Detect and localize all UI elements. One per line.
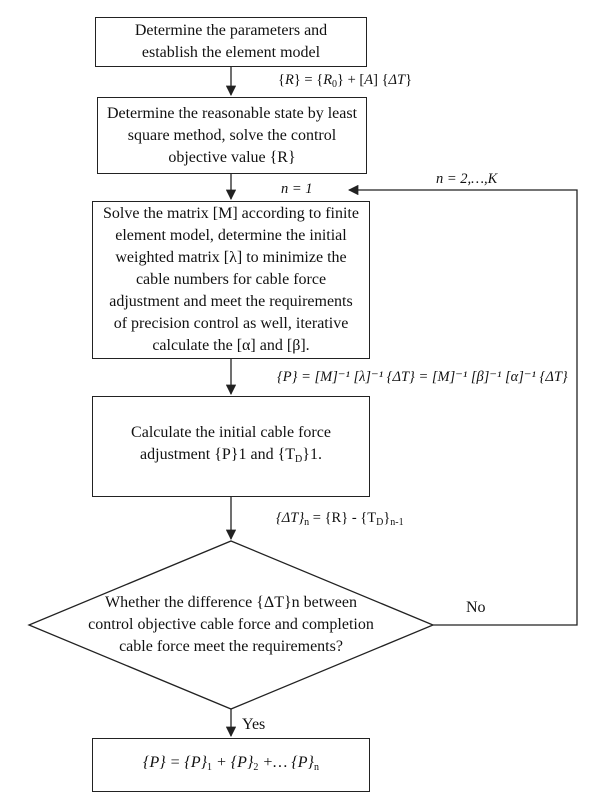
step-determine-parameters-text: Determine the parameters and establish t… (134, 22, 328, 61)
step-determine-parameters: Determine the parameters and establish t… (95, 17, 367, 67)
step-final-sum: {P} = {P}1 + {P}2 +… {P}n (92, 738, 370, 792)
step-initial-cable-force-line1: Calculate the initial cable force (131, 424, 331, 441)
step-initial-cable-force: Calculate the initial cable force adjust… (92, 396, 370, 497)
equation-delta-T: {ΔT}n = {R} - {TD}n-1 (276, 510, 404, 528)
decision-text: Whether the difference {ΔT}n between con… (88, 594, 374, 655)
label-n-equals-1: n = 1 (281, 181, 313, 197)
step-least-square: Determine the reasonable state by least … (97, 97, 367, 174)
label-yes: Yes (242, 716, 266, 733)
loop-back-connector (347, 184, 578, 626)
step-solve-matrix-text: Solve the matrix [M] according to finite… (103, 205, 359, 354)
equation-P: {P} = [M]⁻¹ [λ]⁻¹ {ΔT} = [M]⁻¹ [β]⁻¹ [α]… (277, 369, 568, 385)
decision-diamond (27, 540, 435, 710)
label-no: No (466, 599, 486, 616)
step-least-square-text: Determine the reasonable state by least … (106, 104, 358, 166)
label-n-loop-range: n = 2,…,K (436, 171, 498, 187)
step-solve-matrix: Solve the matrix [M] according to finite… (92, 201, 370, 359)
final-sum-text: {P} = {P}1 + {P}2 +… {P}n (143, 753, 319, 773)
equation-R: {R} = {R0} + [A] {ΔT} (278, 72, 413, 90)
step-initial-cable-force-line2: adjustment {P}1 and {TD}1. (140, 446, 322, 465)
